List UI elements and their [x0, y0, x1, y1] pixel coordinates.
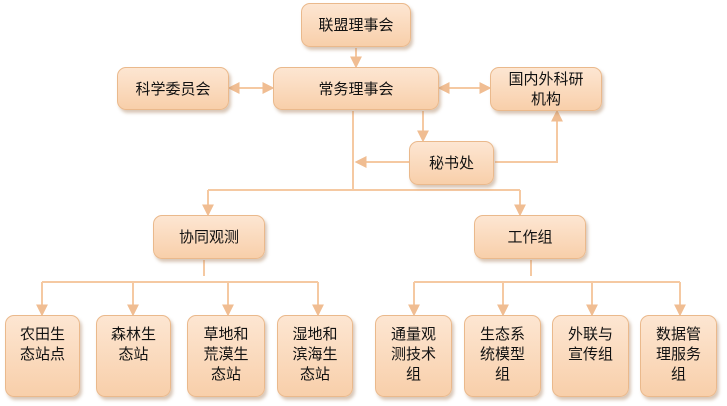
node-farmland: 农田生态站点: [5, 315, 80, 397]
node-ecosystem-model: 生态系统模型组: [464, 315, 541, 397]
node-forest-label: 森林生态站: [110, 325, 156, 363]
node-working-groups: 工作组: [474, 215, 586, 259]
node-grassland-desert: 草地和荒漠生态站: [187, 315, 265, 397]
node-collab-observation: 协同观测: [153, 215, 265, 259]
node-science-committee-label: 科学委员会: [135, 79, 211, 98]
node-wetland-coastal: 湿地和滨海生态站: [277, 315, 353, 397]
link-secretariat-domestic: [495, 109, 563, 163]
node-data-service-label: 数据管理服务组: [655, 325, 701, 383]
node-wetland-coastal-label: 湿地和滨海生态站: [292, 325, 338, 383]
node-ecosystem-model-label: 生态系统模型组: [479, 325, 525, 383]
node-council-label: 联盟理事会: [318, 16, 394, 34]
node-standing-council-label: 常务理事会: [318, 79, 394, 98]
node-domestic-foreign-label: 国内外科研机构: [508, 70, 584, 108]
node-flux-tech: 通量观测技术组: [375, 315, 452, 397]
node-secretariat-label: 秘书处: [428, 154, 474, 172]
node-standing-council: 常务理事会: [273, 67, 439, 110]
node-grassland-desert-label: 草地和荒漠生态站: [203, 325, 249, 383]
node-farmland-label: 农田生态站点: [19, 325, 65, 363]
node-domestic-foreign: 国内外科研机构: [490, 67, 602, 111]
node-forest: 森林生态站: [96, 315, 171, 397]
node-outreach: 外联与宣传组: [552, 315, 629, 397]
node-collab-observation-label: 协同观测: [178, 228, 239, 246]
node-flux-tech-label: 通量观测技术组: [390, 325, 436, 383]
node-secretariat: 秘书处: [409, 141, 494, 185]
node-science-committee: 科学委员会: [117, 67, 229, 110]
node-outreach-label: 外联与宣传组: [567, 325, 613, 363]
node-data-service: 数据管理服务组: [640, 315, 717, 397]
node-working-groups-label: 工作组: [507, 228, 553, 246]
node-council: 联盟理事会: [301, 3, 411, 47]
